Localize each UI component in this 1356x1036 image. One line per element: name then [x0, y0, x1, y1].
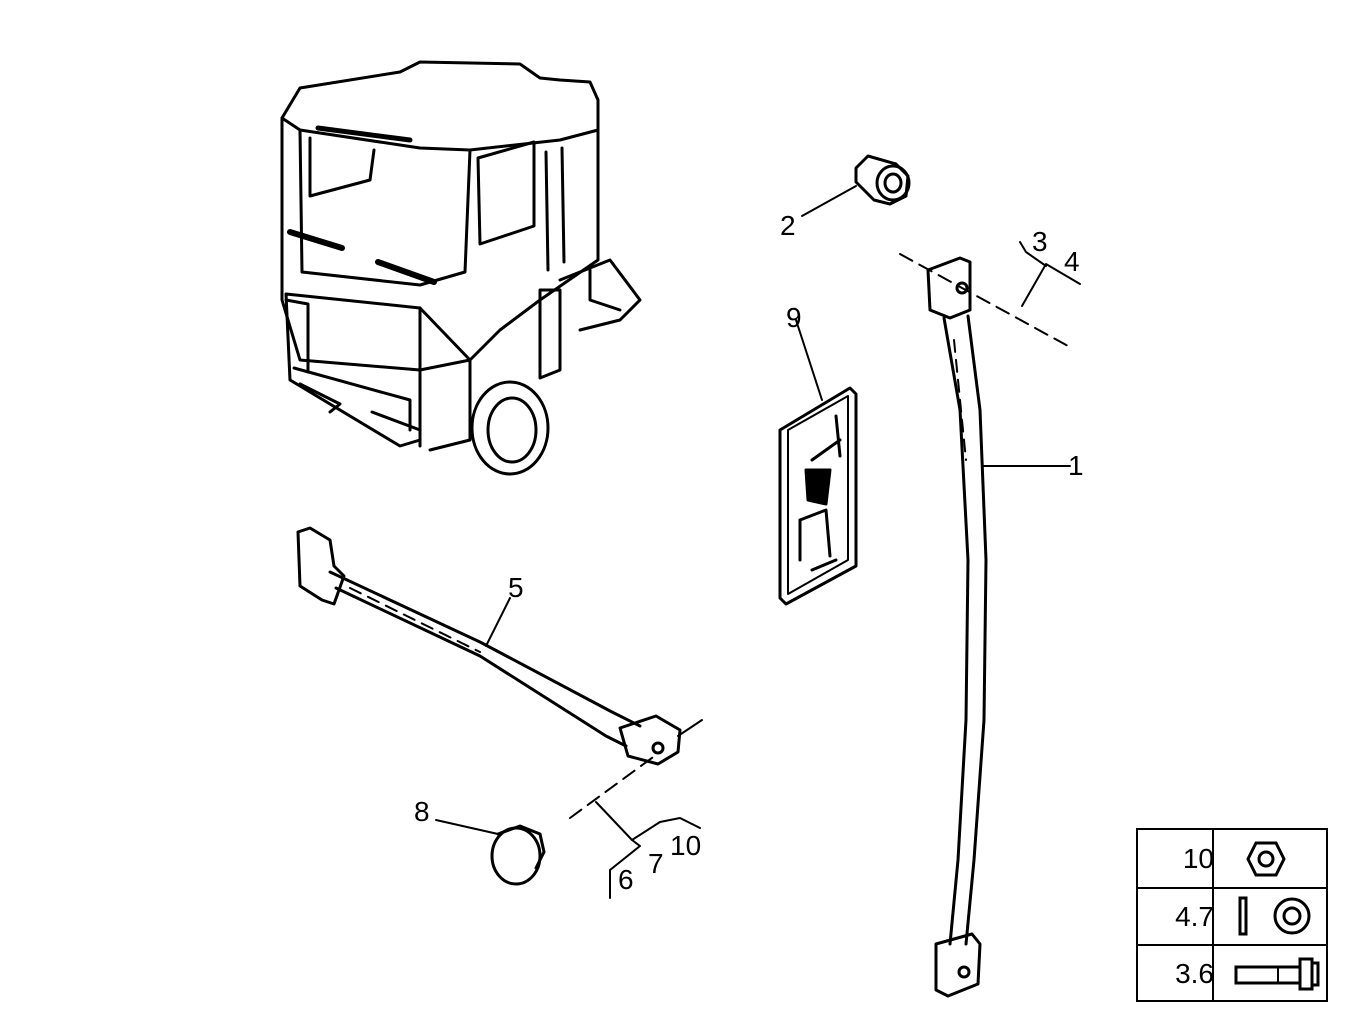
- legend-row: 3.6: [1138, 945, 1326, 1002]
- legend-row: 10: [1138, 830, 1326, 887]
- fastener-legend: 10 4.7 3.6: [1136, 828, 1328, 1002]
- callout-8: 8: [414, 796, 430, 827]
- cap-part-8: [435, 819, 546, 886]
- callout-3: 3: [1032, 226, 1048, 257]
- callout-9: 9: [786, 302, 802, 333]
- grab-handle-part-5: [296, 526, 703, 899]
- legend-label: 3.6: [1175, 958, 1214, 989]
- legend-divider: [1212, 830, 1214, 1000]
- legend-row: 4.7: [1138, 888, 1326, 945]
- legend-label: 4.7: [1175, 901, 1214, 932]
- grommet-part-2: [801, 154, 911, 217]
- bolt-icon: [1234, 957, 1320, 991]
- callout-5: 5: [508, 572, 524, 603]
- callout-4: 4: [1064, 246, 1080, 277]
- callout-7: 7: [648, 848, 664, 879]
- hex-nut-icon: [1246, 841, 1286, 877]
- truck-cab-illustration: [280, 60, 642, 476]
- legend-separator: [1138, 944, 1326, 946]
- decal-part-9: [778, 319, 858, 606]
- legend-label: 10: [1182, 843, 1214, 874]
- grab-handle-part-1: [899, 241, 1081, 998]
- legend-separator: [1138, 887, 1326, 889]
- callout-2: 2: [780, 210, 796, 241]
- callout-6: 6: [618, 864, 634, 895]
- washer-icon: [1238, 896, 1311, 936]
- callout-1: 1: [1068, 450, 1084, 481]
- callout-10: 10: [670, 830, 702, 861]
